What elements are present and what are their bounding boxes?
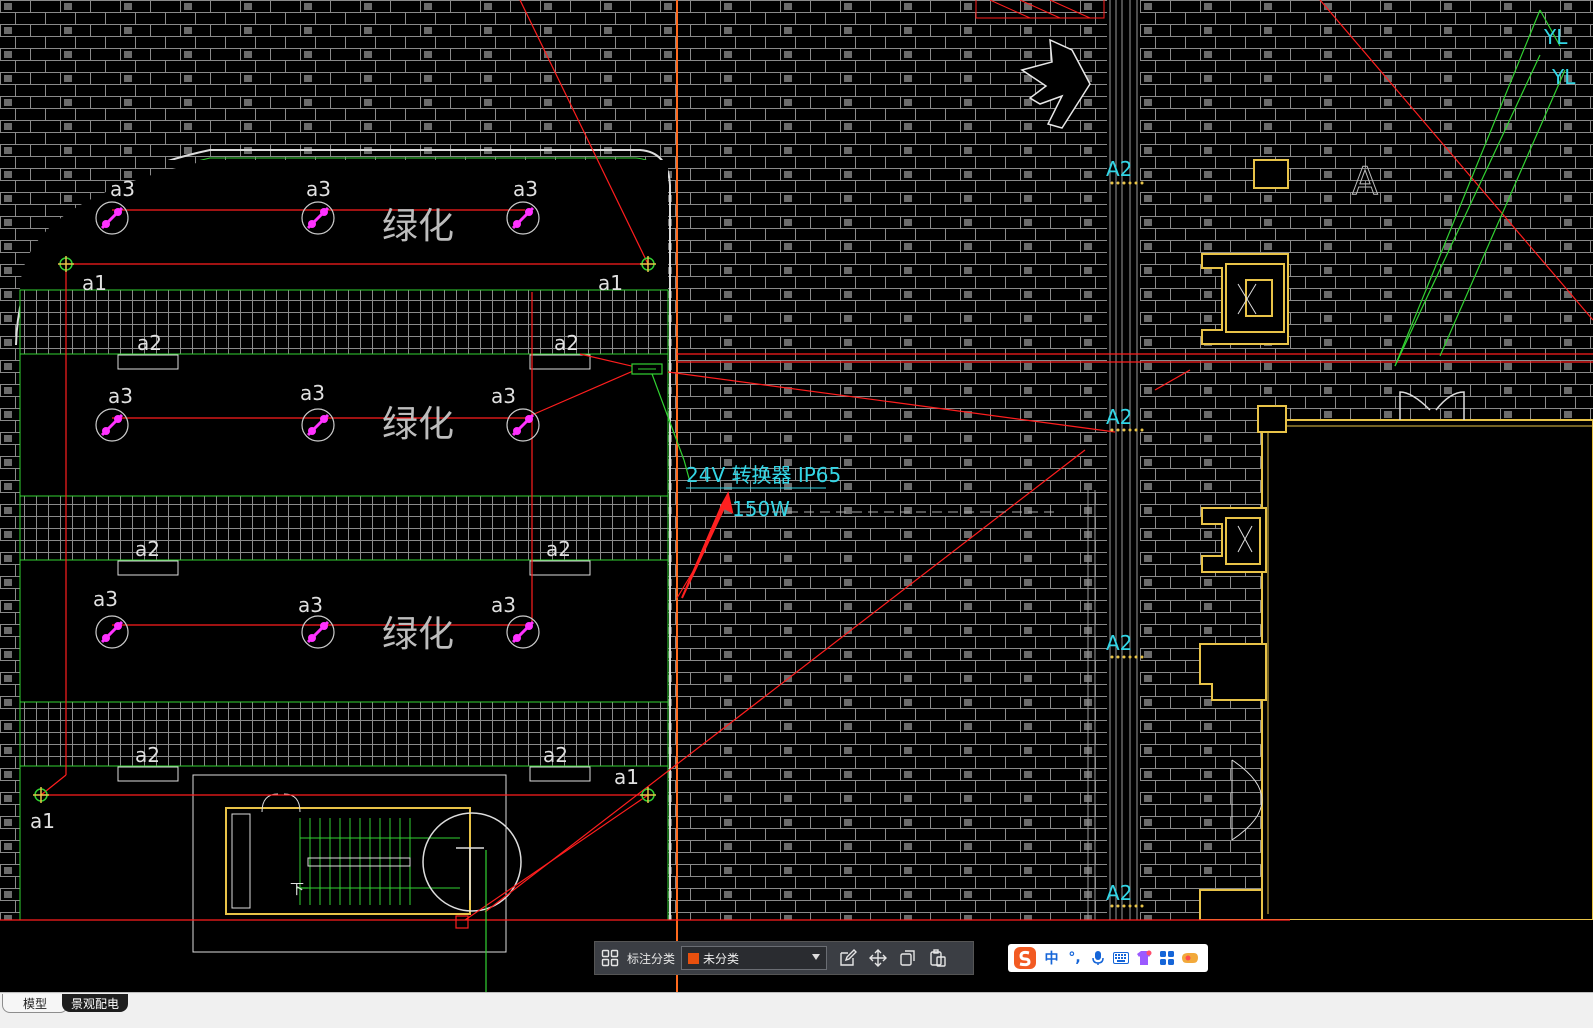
ime-toolbar: 中 °, (1008, 944, 1208, 972)
planting-bed-3 (19, 559, 669, 703)
label-a3: a3 (93, 587, 118, 611)
label-a2: a2 (543, 743, 568, 767)
tab-model[interactable]: 模型 (2, 994, 68, 1013)
keyboard-icon[interactable] (1109, 945, 1132, 971)
label-yl-1: YL (1543, 25, 1568, 49)
label-a3: a3 (300, 381, 325, 405)
label-a1: a1 (598, 271, 623, 295)
paving-strip-1 (19, 289, 669, 355)
label-a3: a3 (491, 384, 516, 408)
label-a2: a2 (137, 331, 162, 355)
category-color-swatch (688, 952, 700, 964)
label-a2: a2 (546, 537, 571, 561)
green-circuit-lines (296, 9, 1566, 1010)
label-a3: a3 (108, 384, 133, 408)
label-a2: a2 (135, 537, 160, 561)
label-a1: a1 (614, 765, 639, 789)
a3-fixtures (95, 201, 540, 649)
ime-language-toggle[interactable]: 中 (1044, 951, 1059, 967)
a2-dot-markers (1110, 181, 1144, 908)
paving-strip-2 (19, 495, 669, 561)
label-a1: a1 (82, 271, 107, 295)
label-a3: a3 (306, 177, 331, 201)
label-a2: a2 (135, 743, 160, 767)
label-A2: A2 (1106, 631, 1132, 655)
road-lines (1087, 0, 1138, 920)
label-converter: 24V 转换器 IP65 (686, 463, 841, 487)
label-A2: A2 (1106, 405, 1132, 429)
column-elements (1199, 159, 1289, 701)
category-label: 标注分类 (627, 951, 676, 966)
edit-icon[interactable] (833, 942, 863, 974)
label-a3: a3 (491, 593, 516, 617)
tools-icon[interactable] (1178, 945, 1201, 971)
a2-fixtures (117, 354, 591, 782)
grid-icon[interactable] (595, 942, 625, 974)
label-down: 下 (290, 882, 304, 898)
label-A2: A2 (1106, 881, 1132, 905)
label-green-2: 绿化 (382, 404, 454, 445)
north-arrow-icon (1020, 38, 1091, 129)
annotation-toolbar: 标注分类 未分类 (594, 941, 974, 975)
stair-round-element (422, 812, 522, 912)
annotation-arrow-icon (681, 491, 734, 599)
layout-tab-bar: 模型 景观配电 (0, 992, 1593, 1028)
planting-bed-2 (19, 353, 669, 497)
label-a1: a1 (30, 809, 55, 833)
label-yl-2: YL (1551, 65, 1576, 89)
vertical-road-band (1107, 0, 1140, 930)
paving-strip-3 (19, 701, 669, 767)
apps-icon[interactable] (1155, 945, 1178, 971)
label-a2: a2 (554, 331, 579, 355)
skin-icon[interactable] (1132, 945, 1155, 971)
label-a3: a3 (513, 177, 538, 201)
tab-landscape-power[interactable]: 景观配电 (62, 994, 128, 1012)
category-dropdown[interactable]: 未分类 (681, 946, 828, 970)
copy-icon[interactable] (893, 942, 923, 974)
a1-fixtures (33, 256, 656, 803)
label-green-1: 绿化 (382, 206, 454, 247)
label-green-3: 绿化 (382, 614, 454, 655)
move-icon[interactable] (863, 942, 893, 974)
label-A2: A2 (1106, 157, 1132, 181)
chevron-down-icon (812, 954, 821, 960)
paving-pattern-middle (677, 0, 1107, 920)
category-dropdown-value: 未分类 (703, 951, 740, 966)
mic-icon[interactable] (1086, 945, 1109, 971)
label-A: A (1352, 159, 1378, 203)
label-a3: a3 (110, 177, 135, 201)
ime-punctuation-toggle[interactable]: °, (1068, 950, 1081, 966)
building-block (1261, 419, 1593, 921)
label-power: 150W (732, 497, 790, 521)
sogou-logo-icon[interactable] (1010, 945, 1040, 971)
label-a3: a3 (298, 593, 323, 617)
paste-icon[interactable] (923, 942, 953, 974)
